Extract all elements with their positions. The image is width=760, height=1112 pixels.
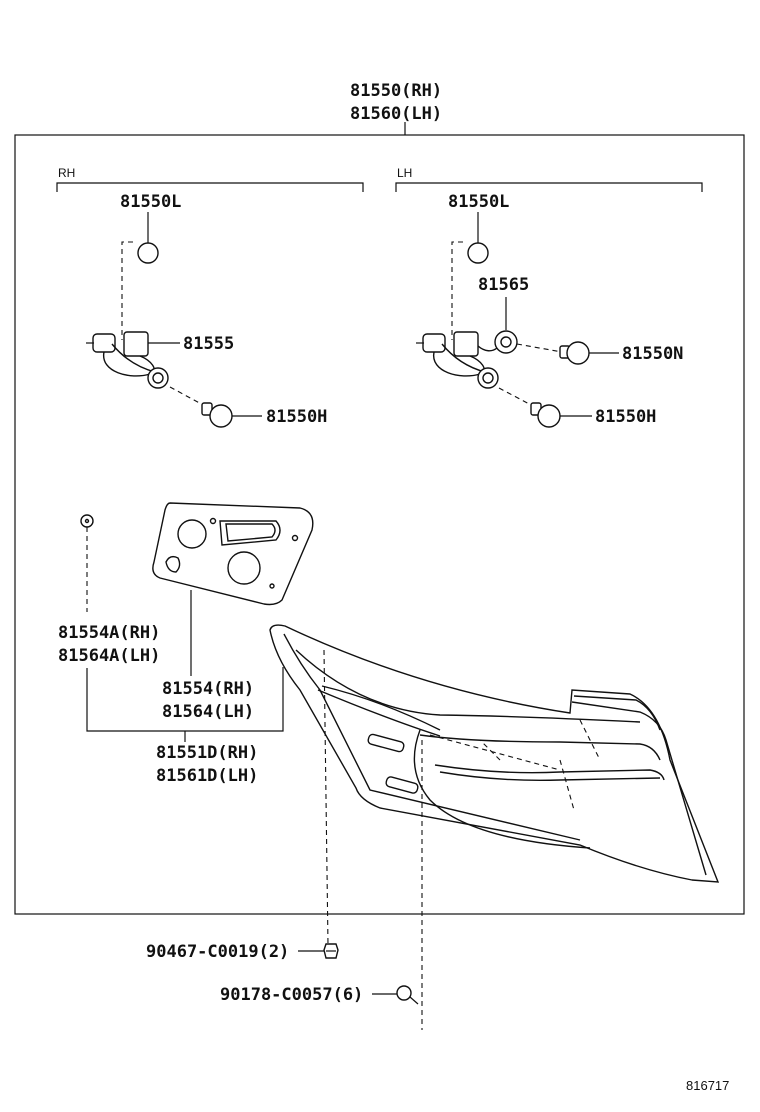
gasket-81554[interactable] xyxy=(152,502,314,606)
dashed-leader-81550l-rh xyxy=(121,241,133,340)
part-label-81565[interactable]: 81565 xyxy=(478,275,529,295)
part-label-81554-rh[interactable]: 81554(RH) xyxy=(162,679,254,699)
section-bracket-lh xyxy=(395,182,703,192)
dashed-leader-81550l-lh xyxy=(451,241,463,340)
assembly-frame xyxy=(14,134,745,915)
part-label-81564-lh[interactable]: 81564(LH) xyxy=(162,702,254,722)
part-label-81550l-lh[interactable]: 81550L xyxy=(448,192,509,212)
part-label-90178[interactable]: 90178-C0057(6) xyxy=(220,985,363,1005)
part-label-81551d-rh[interactable]: 81551D(RH) xyxy=(156,743,258,763)
part-label-81561d-lh[interactable]: 81561D(LH) xyxy=(156,766,258,786)
socket-harness-81565[interactable] xyxy=(416,330,518,389)
diagram-id: 816717 xyxy=(686,1078,729,1093)
bulb-81550l-rh[interactable] xyxy=(137,242,159,264)
section-label-rh: RH xyxy=(58,166,75,180)
part-label-81554a-rh[interactable]: 81554A(RH) xyxy=(58,623,160,643)
assembly-label-rh[interactable]: 81550(RH) xyxy=(350,81,442,101)
dashed-leader-90467 xyxy=(323,649,329,946)
bulb-81550n[interactable] xyxy=(559,341,590,365)
part-label-81550n[interactable]: 81550N xyxy=(622,344,683,364)
lens-housing-81551d[interactable] xyxy=(269,624,720,883)
section-label-lh: LH xyxy=(397,166,412,180)
socket-harness-81555[interactable] xyxy=(86,331,169,389)
nut-90467[interactable] xyxy=(323,943,339,959)
screw-90178[interactable] xyxy=(396,985,419,1005)
bulb-81550h-rh[interactable] xyxy=(201,402,233,428)
part-label-81550h-rh[interactable]: 81550H xyxy=(266,407,327,427)
bulb-81550h-lh[interactable] xyxy=(530,402,561,428)
bulb-81550l-lh[interactable] xyxy=(467,242,489,264)
part-label-90467[interactable]: 90467-C0019(2) xyxy=(146,942,289,962)
part-label-81550l-rh[interactable]: 81550L xyxy=(120,192,181,212)
dashed-leader-81550h-rh xyxy=(169,386,206,407)
clip-81554a[interactable] xyxy=(80,514,94,528)
dashed-leader-81550n xyxy=(516,343,563,353)
part-label-81564a-lh[interactable]: 81564A(LH) xyxy=(58,646,160,666)
assembly-label-lh[interactable]: 81560(LH) xyxy=(350,104,442,124)
part-label-81555[interactable]: 81555 xyxy=(183,334,234,354)
section-bracket-rh xyxy=(56,182,364,192)
part-label-81550h-lh[interactable]: 81550H xyxy=(595,407,656,427)
dashed-leader-81550h-lh xyxy=(498,387,534,407)
